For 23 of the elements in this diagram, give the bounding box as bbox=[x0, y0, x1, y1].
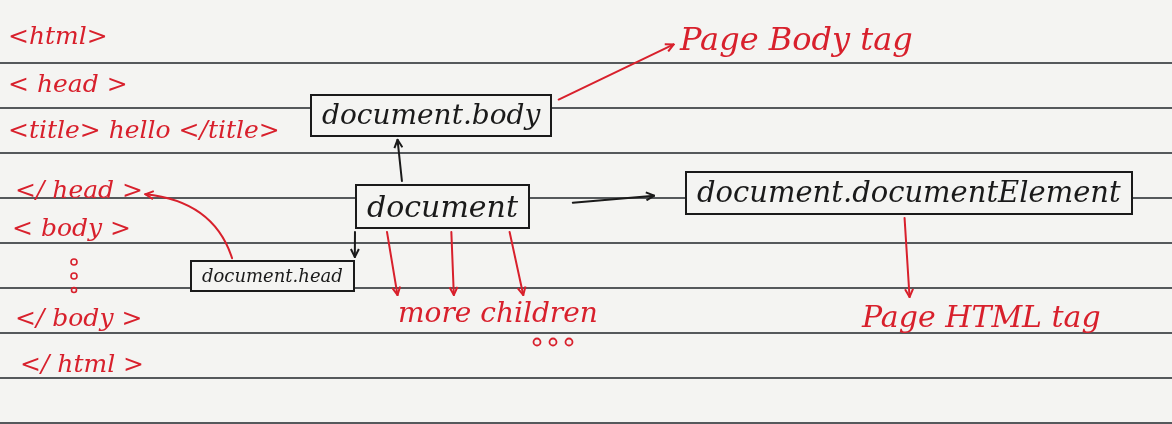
arrow bbox=[386, 230, 402, 297]
property-box: document.documentElement bbox=[685, 171, 1133, 215]
html-tag-text: < head > bbox=[8, 70, 128, 98]
property-box: document.head bbox=[190, 260, 355, 292]
arrow bbox=[144, 190, 234, 260]
arrow bbox=[557, 43, 675, 101]
arrow bbox=[571, 191, 656, 204]
html-tag-text: </ html > bbox=[20, 350, 145, 378]
arrow bbox=[903, 216, 915, 298]
arrow bbox=[448, 231, 459, 296]
annotation-text: Page HTML tag bbox=[862, 300, 1101, 333]
arrow bbox=[349, 231, 360, 258]
arrow bbox=[508, 230, 527, 297]
arrow bbox=[393, 138, 404, 182]
annotation-text: more children bbox=[398, 298, 598, 329]
html-tag-text: < body > bbox=[12, 214, 131, 242]
html-tag-text: </ body > bbox=[15, 304, 143, 332]
property-box: document.body bbox=[310, 94, 553, 137]
html-tag-text: <title> hello </title> bbox=[8, 116, 280, 144]
annotation-text: Page Body tag bbox=[680, 22, 913, 58]
annotation-text: </ head > bbox=[15, 176, 143, 204]
property-box: document bbox=[355, 184, 530, 229]
html-tag-text: <html> bbox=[8, 22, 108, 50]
